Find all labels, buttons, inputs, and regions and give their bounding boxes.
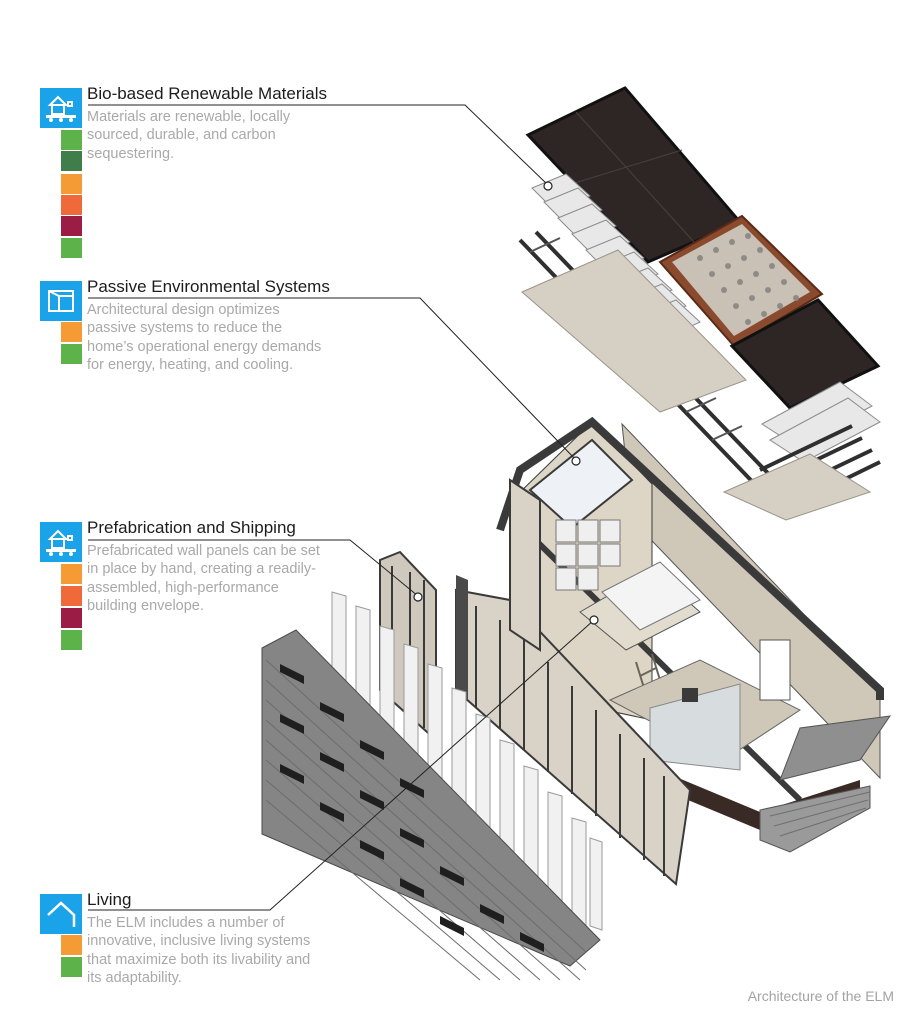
cladding-panel (261, 629, 601, 981)
category-swatch (61, 238, 82, 258)
leader-lines (88, 104, 595, 911)
category-swatch (61, 195, 82, 215)
feature-title: Passive Environmental Systems (87, 277, 330, 296)
category-swatch (61, 174, 82, 194)
roof-assembly (518, 86, 881, 521)
category-swatch (61, 586, 82, 606)
house-outline-icon (40, 894, 82, 934)
category-swatch (61, 216, 82, 236)
house-body (496, 416, 892, 853)
feature-description: The ELM includes a number of innovative,… (87, 915, 311, 987)
feature-title: Prefabrication and Shipping (87, 518, 296, 537)
category-swatch (61, 564, 82, 584)
category-swatch (61, 344, 82, 364)
house-on-truck-icon (40, 88, 82, 128)
category-swatch (61, 957, 82, 977)
house-on-truck-icon (40, 522, 82, 562)
leader-markers (413, 181, 599, 625)
feature-title: Living (87, 890, 132, 909)
category-swatch (61, 322, 82, 342)
category-swatch (61, 130, 82, 150)
feature-title: Bio-based Renewable Materials (87, 84, 328, 103)
category-swatch (61, 151, 82, 171)
window-icon (40, 281, 82, 321)
category-swatch (61, 608, 82, 628)
feature-description: Materials are renewable, locally sourced… (87, 109, 291, 162)
figure-caption: Architecture of the ELM (747, 988, 894, 1004)
category-swatch (61, 630, 82, 650)
feature-description: Prefabricated wall panels can be set in … (87, 543, 320, 615)
category-swatch (61, 935, 82, 955)
feature-description: Architectural design optimizes passive s… (87, 302, 322, 374)
